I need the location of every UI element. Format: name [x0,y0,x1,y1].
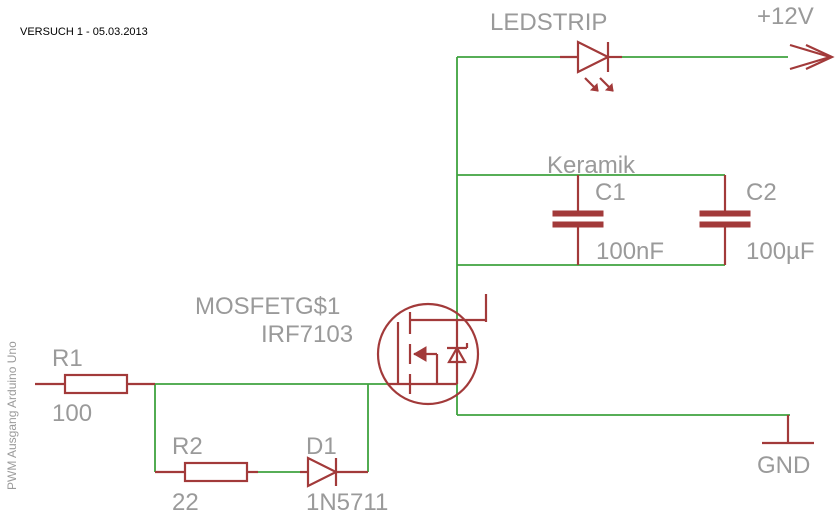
mosfet-name: MOSFETG$1 [195,293,340,320]
c2-symbol [699,175,751,265]
supply-symbol [789,43,835,71]
d1-value: 1N5711 [306,489,388,516]
c1-name: C1 [595,179,626,206]
led-name: LEDSTRIP [490,9,607,36]
d1-symbol [300,456,368,488]
cap-group-label: Keramik [547,152,636,179]
mosfet-value: IRF7103 [261,321,353,348]
r2-name: R2 [172,433,203,460]
schematic-title: VERSUCH 1 - 05.03.2013 [20,26,148,38]
wires [154,56,790,473]
r1-symbol [35,373,155,395]
c1-symbol [552,175,604,265]
input-label: PWM Ausgang Arduino Uno [5,341,19,490]
gnd-symbol [762,415,814,445]
mosfet-symbol [376,294,488,406]
r1-value: 100 [52,400,92,427]
c1-value: 100nF [596,238,664,265]
c2-value: 100µF [746,238,815,265]
r2-value: 22 [172,489,199,516]
gnd-label: GND [757,452,810,479]
d1-name: D1 [306,433,337,460]
r1-name: R1 [52,345,83,372]
c2-name: C2 [746,179,777,206]
r2-symbol [155,461,258,483]
led-symbol [560,40,622,92]
supply-label: +12V [757,3,814,30]
